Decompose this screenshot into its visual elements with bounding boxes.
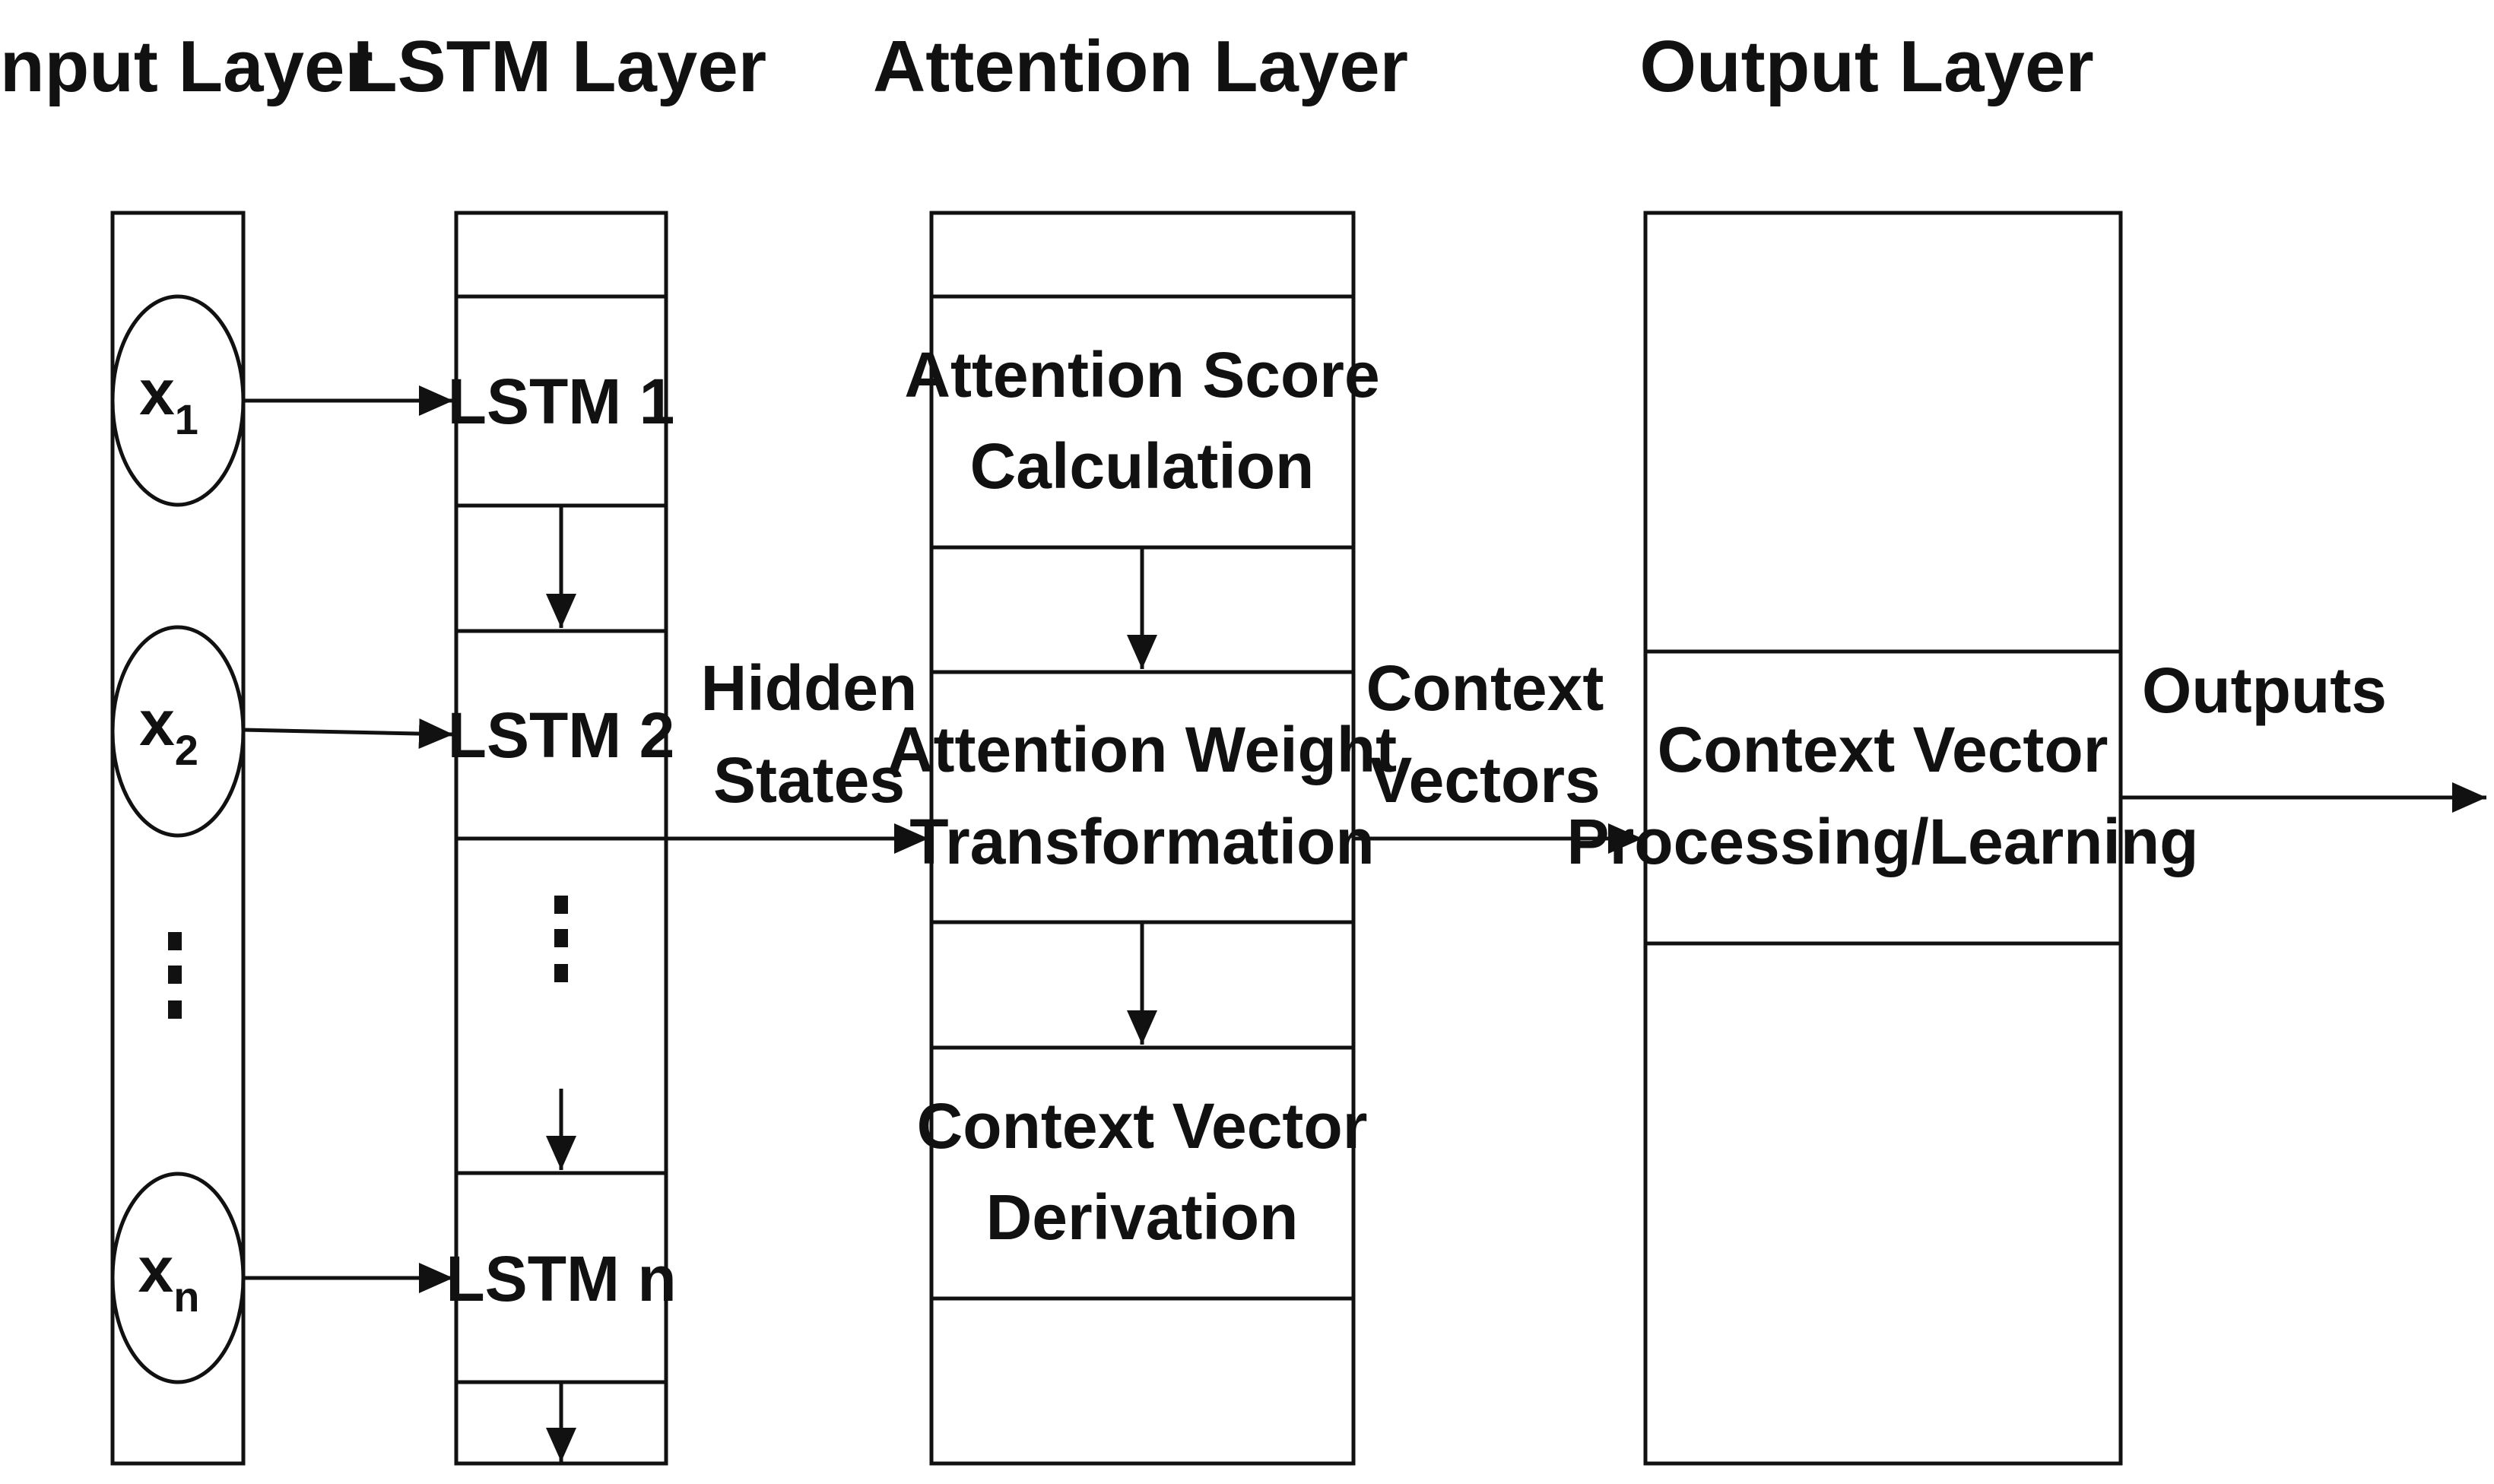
attention-score-calculation-line2: Calculation: [970, 430, 1315, 502]
context-vector-derivation-line1: Context Vector: [917, 1090, 1368, 1162]
context-vector-derivation-line2: Derivation: [986, 1181, 1299, 1253]
attention-layer-column: Attention Score Calculation Attention We…: [887, 211, 1397, 1466]
output-layer-frame: [1643, 211, 2123, 1466]
input-ellipsis-dots: [168, 932, 182, 1019]
input-node-n-label: xn: [138, 1234, 200, 1321]
lstm-ellipsis-dots: [554, 896, 568, 982]
hidden-states-label-line1: Hidden: [701, 652, 918, 724]
input-node-1-label: x1: [139, 357, 198, 443]
output-layer-column: Context Vector Processing/Learning: [1567, 211, 2199, 1466]
attention-layer-header: Attention Layer: [873, 26, 1408, 107]
input-layer-column: x1 x2 xn: [110, 211, 246, 1466]
context-vectors-label-line1: Context: [1366, 652, 1604, 724]
hidden-states-label-line2: States: [713, 744, 905, 816]
attention-layer-frame: [929, 211, 1356, 1466]
attention-score-calculation-line1: Attention Score: [904, 339, 1379, 411]
input2-to-lstm2-arrow: [243, 718, 454, 750]
lstm-cell-1-label: LSTM 1: [448, 366, 675, 437]
lstm-layer-column: LSTM 1 LSTM 2 LSTM n: [446, 211, 677, 1466]
lstm-layer-header: LSTM Layer: [353, 26, 766, 107]
output-layer-header: Output Layer: [1639, 26, 2093, 107]
input-node-2-label: x2: [139, 687, 198, 774]
lstm-cell-2-label: LSTM 2: [448, 699, 675, 771]
context-vectors-label-line2: Vectors: [1369, 744, 1601, 816]
lstm-cell-n-label: LSTM n: [446, 1243, 676, 1314]
output-processing-line1: Context Vector: [1658, 714, 2108, 785]
attention-weight-transformation-line1: Attention Weight: [887, 714, 1397, 785]
outputs-label: Outputs: [2142, 655, 2387, 726]
attention-weight-transformation-line2: Transformation: [909, 806, 1374, 877]
input-layer-header: Input Layer: [0, 26, 373, 107]
output-processing-line2: Processing/Learning: [1567, 806, 2199, 877]
